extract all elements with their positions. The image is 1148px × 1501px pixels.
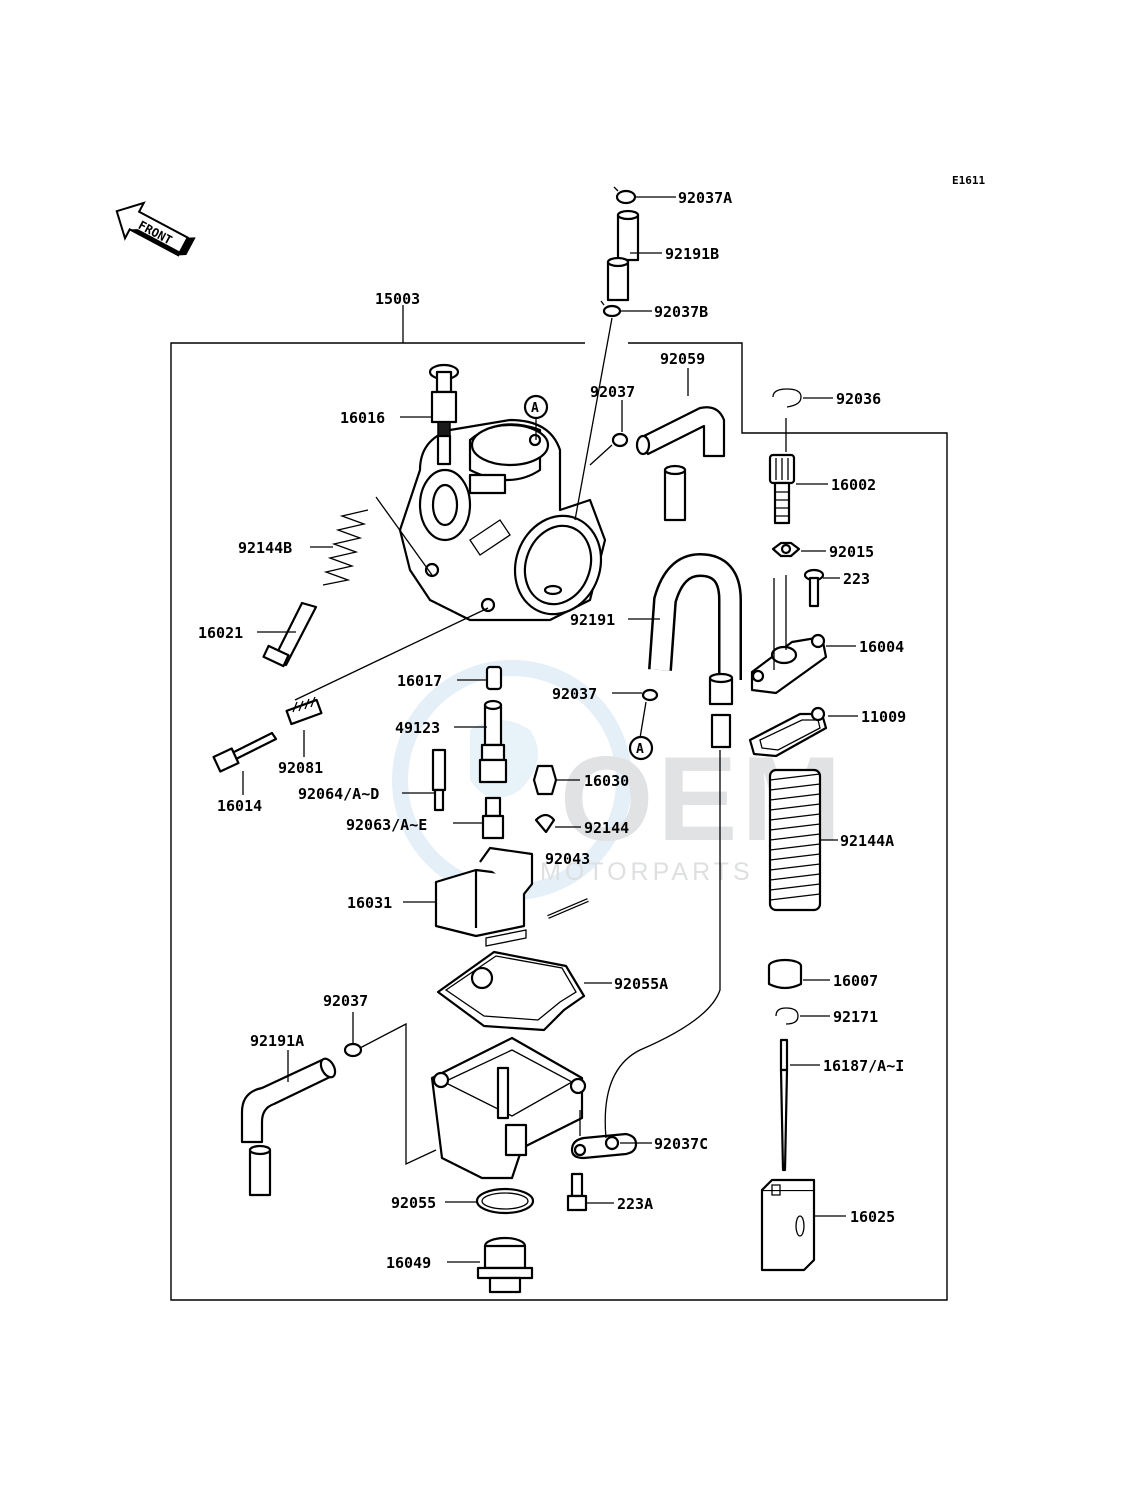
- svg-text:A: A: [531, 401, 539, 416]
- label-16002: 16002: [831, 476, 876, 494]
- part-16030-float-valve: [532, 764, 558, 796]
- part-49123-needle-jet: [478, 699, 508, 784]
- part-92055A-gasket: [436, 950, 586, 1032]
- label-15003: 15003: [375, 290, 420, 308]
- part-labels: 15003 92037A 92191B 92037B 92059 92037 9…: [198, 189, 906, 1272]
- label-11009: 11009: [861, 708, 906, 726]
- part-16187-needle: [779, 1038, 789, 1172]
- part-92081-spring: [285, 696, 323, 726]
- part-223A-screw: [566, 1172, 588, 1212]
- label-92144: 92144: [584, 819, 629, 837]
- label-92037-low: 92037: [323, 992, 368, 1010]
- part-16004-cap: [750, 633, 828, 695]
- label-92037-mid: 92037: [552, 685, 597, 703]
- label-16049: 16049: [386, 1254, 431, 1272]
- watermark-sub: MOTORPARTS: [540, 858, 754, 886]
- label-92059: 92059: [660, 350, 705, 368]
- label-16030: 16030: [584, 772, 629, 790]
- label-92037C: 92037C: [654, 1135, 708, 1153]
- label-92144B: 92144B: [238, 539, 292, 557]
- label-92191: 92191: [570, 611, 615, 629]
- label-16017: 16017: [397, 672, 442, 690]
- leader-lines: [242, 196, 858, 1263]
- part-92144-clip: [534, 813, 556, 834]
- label-92064: 92064/A~D: [298, 785, 379, 803]
- part-float-bowl: [430, 1036, 587, 1180]
- part-16002-adjuster: [768, 453, 796, 525]
- part-92064-pilot-jet: [431, 748, 447, 812]
- part-223-screw: [803, 568, 825, 608]
- label-92063: 92063/A~E: [346, 816, 427, 834]
- label-16031: 16031: [347, 894, 392, 912]
- label-92015: 92015: [829, 543, 874, 561]
- part-92037A-clip: [613, 186, 637, 205]
- label-16187: 16187/A~I: [823, 1057, 904, 1075]
- label-92037A: 92037A: [678, 189, 732, 207]
- label-92055: 92055: [391, 1194, 436, 1212]
- part-16007-holder: [767, 958, 803, 990]
- part-92171-eclip: [775, 1007, 799, 1025]
- part-16025-slide: [760, 1178, 816, 1272]
- callout-a-top: A: [523, 394, 549, 440]
- label-92037-top: 92037: [590, 383, 635, 401]
- part-92015-nut: [771, 541, 801, 558]
- part-16017-jet: [485, 665, 503, 691]
- part-16014-screw: [212, 731, 278, 773]
- part-92037B-clip: [600, 300, 622, 318]
- label-92191B: 92191B: [665, 245, 719, 263]
- label-92191A: 92191A: [250, 1032, 304, 1050]
- part-16031-float: [434, 846, 534, 947]
- front-arrow-icon: FRONT: [115, 201, 196, 257]
- label-16014: 16014: [217, 797, 262, 815]
- label-92171: 92171: [833, 1008, 878, 1026]
- label-16007: 16007: [833, 972, 878, 990]
- label-92055A: 92055A: [614, 975, 668, 993]
- part-92144A-spring: [768, 768, 822, 912]
- part-92055-oring: [475, 1187, 535, 1215]
- label-223A: 223A: [617, 1195, 653, 1213]
- part-16021-screw: [262, 601, 318, 668]
- label-16021: 16021: [198, 624, 243, 642]
- part-16049-plug: [476, 1236, 534, 1294]
- callout-a-mid: A: [628, 701, 654, 761]
- part-92037-clip-low: [343, 1042, 363, 1058]
- label-92081: 92081: [278, 759, 323, 777]
- part-92037C-bracket: [570, 1132, 638, 1160]
- label-16025: 16025: [850, 1208, 895, 1226]
- part-92043-pin: [547, 898, 589, 919]
- svg-text:A: A: [636, 742, 644, 757]
- label-92043: 92043: [545, 850, 590, 868]
- part-11009-gasket: [748, 706, 828, 758]
- label-223: 223: [843, 570, 870, 588]
- diagram-code: E1611: [952, 174, 985, 187]
- part-92036-circlip: [772, 388, 802, 408]
- part-92063-main-jet: [481, 796, 505, 840]
- part-92191B-hose: [606, 209, 640, 302]
- label-49123: 49123: [395, 719, 440, 737]
- label-16016: 16016: [340, 409, 385, 427]
- part-92037-clip-mid: [641, 688, 659, 702]
- part-16016-choke: [428, 363, 460, 466]
- label-92036: 92036: [836, 390, 881, 408]
- carburetor-body: [398, 418, 607, 622]
- assembly-frame: [170, 305, 948, 1301]
- part-92059-hose: [635, 406, 726, 522]
- part-92191A-hose: [240, 1057, 337, 1197]
- label-92037B: 92037B: [654, 303, 708, 321]
- part-92037-clip-top: [611, 432, 629, 448]
- part-92144B-spring: [322, 509, 369, 586]
- label-92144A: 92144A: [840, 832, 894, 850]
- part-92191-hose: [648, 552, 742, 749]
- label-16004: 16004: [859, 638, 904, 656]
